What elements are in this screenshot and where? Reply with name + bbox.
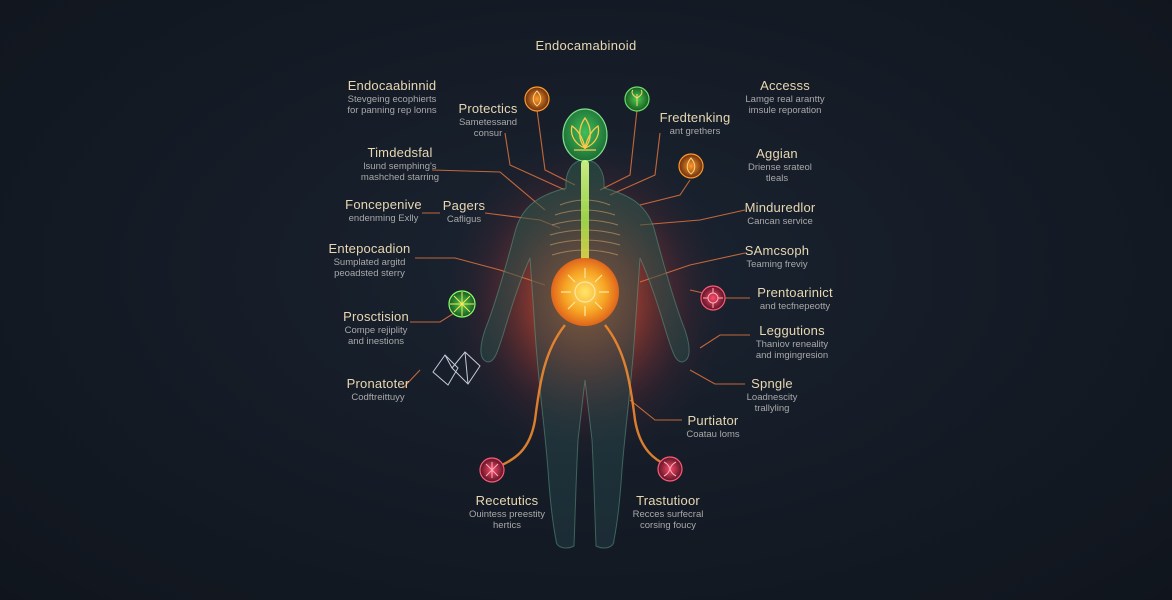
head-glow xyxy=(562,108,608,162)
label-fredtenking: Fredtenking ant grethers xyxy=(659,110,731,137)
label-entepecadon: Entepocadion Sumplated argitd peoadsted … xyxy=(328,241,411,279)
dna-icon xyxy=(657,456,683,482)
cannabis-leaf-icon xyxy=(448,290,476,318)
connector-timdedsfal xyxy=(431,169,546,211)
label-leggutions: Leggutions Thaniov reneality and imgingr… xyxy=(755,323,829,361)
label-endocabinid: Endocaabinnid Stevgeing ecophierts for p… xyxy=(347,78,437,116)
label-aggian: Aggian Driense srateol tleals xyxy=(748,146,812,184)
connector-minduredlor xyxy=(639,209,746,226)
label-pronatoter: Pronatoter Codftreittuyy xyxy=(346,376,410,403)
label-prentoarinict: Prentoarinict and tecfnepeotty xyxy=(757,285,833,312)
label-pagers: Pagers Cafligus xyxy=(442,198,486,225)
connector-protectics-b xyxy=(536,109,576,186)
connector-spngle xyxy=(689,369,745,385)
connector-pronatoter xyxy=(402,369,421,389)
diagram-title: Endocamabinoid xyxy=(535,38,637,53)
label-access: Accesss Lamge real arantty imsule repora… xyxy=(745,78,825,116)
molecule-icon xyxy=(700,285,726,311)
label-minduredlor: Minduredlor Cancan service xyxy=(744,200,816,227)
label-protectics: Protectics Sametessand consur xyxy=(458,101,518,139)
label-foncepenive: Foncepenive endenming Exlly xyxy=(345,197,422,224)
label-purtiator: Purtiator Coatau loms xyxy=(686,413,740,440)
sprout-icon xyxy=(624,86,650,112)
connector-purtiator xyxy=(629,399,682,421)
label-samcsoph: SAmcsoph Teaming freviy xyxy=(744,243,810,270)
label-prosctision: Prosctision Compe rejiplity and inestion… xyxy=(343,309,409,347)
spine-beam xyxy=(581,160,589,280)
label-timdedsfal: Timdedsfal lsund semphing's mashched sta… xyxy=(360,145,440,183)
sun-burst-icon xyxy=(561,268,609,316)
label-recetutics: Recetutics Ouintess preestity hertics xyxy=(468,493,546,531)
connector-protectics-a xyxy=(504,132,566,191)
flame-flower-icon xyxy=(678,153,704,179)
crystal-icon xyxy=(432,351,481,386)
label-trastutioor: Trastutioor Recces surfecral corsing fou… xyxy=(632,493,704,531)
body-silhouette xyxy=(480,159,690,549)
connector-leggutions xyxy=(699,334,750,349)
leg-channels xyxy=(494,324,669,470)
lotus-icon xyxy=(570,116,600,151)
human-body xyxy=(480,159,690,549)
connector-top-mid xyxy=(599,109,638,191)
connector-fredtenking xyxy=(609,132,661,196)
label-spngle: Spngle Loadnescity trallyling xyxy=(746,376,798,414)
lotus-flower-icon xyxy=(524,86,550,112)
connector-aggian xyxy=(639,179,691,206)
flower-knot-icon xyxy=(479,457,505,483)
